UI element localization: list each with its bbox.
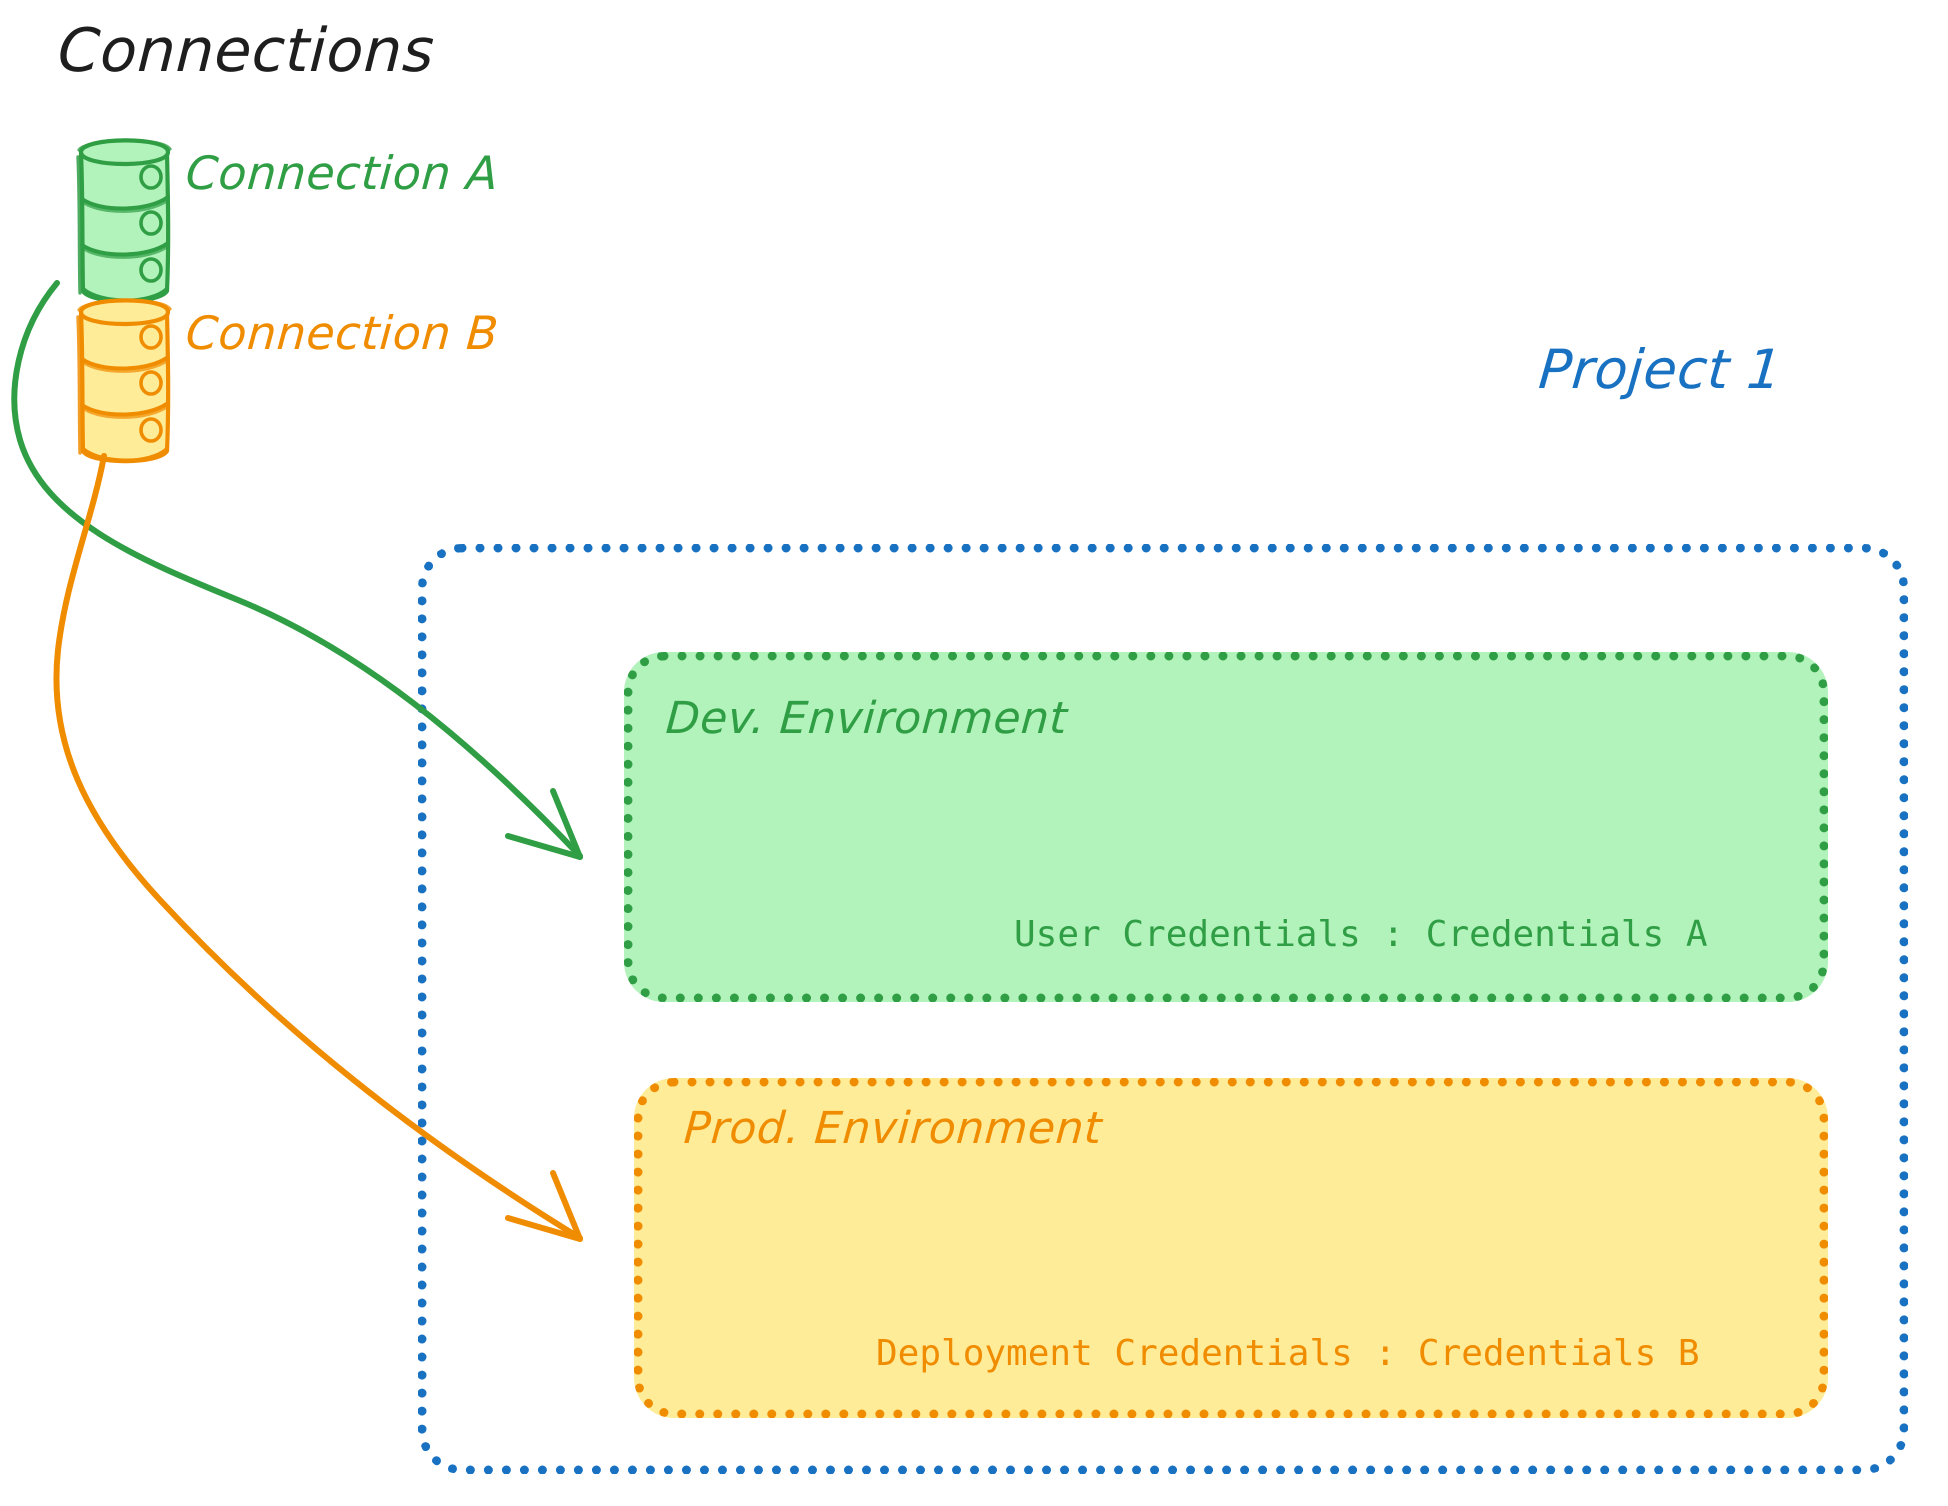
project-title: Project 1 xyxy=(1536,338,1785,401)
arrowhead-green-barb-1 xyxy=(505,833,583,860)
dev-environment-credentials: User Credentials : Credentials A xyxy=(1014,914,1708,955)
db-a-indicator-2 xyxy=(139,210,163,236)
page-title: Connections xyxy=(56,16,437,86)
db-b-body-echo xyxy=(76,315,82,455)
db-a-indicator-3 xyxy=(139,257,163,283)
arrow-connection-b-to-prod xyxy=(53,453,583,1242)
db-b-divider-1-echo xyxy=(82,359,169,373)
db-a-indicator-1 xyxy=(139,164,163,190)
db-b-bottom xyxy=(80,446,170,463)
db-b-divider-1 xyxy=(80,355,170,371)
db-a-body-echo xyxy=(76,155,82,295)
arrow-connection-a-to-dev xyxy=(11,280,583,860)
dev-environment-box[interactable] xyxy=(624,652,1828,1002)
db-b-divider-2 xyxy=(80,401,170,417)
prod-environment-credentials: Deployment Credentials : Credentials B xyxy=(876,1333,1700,1374)
db-a-divider-1-echo xyxy=(82,199,169,213)
dev-environment-title: Dev. Environment xyxy=(664,693,1070,744)
connection-a-label: Connection A xyxy=(184,146,501,200)
db-b-indicator-1 xyxy=(139,324,163,350)
db-a-divider-2 xyxy=(80,241,170,257)
database-cylinder-icon-connection-b[interactable] xyxy=(76,298,172,464)
db-b-indicator-2 xyxy=(139,370,163,396)
project-1-container xyxy=(418,544,1908,1474)
prod-environment-title: Prod. Environment xyxy=(682,1103,1104,1154)
db-b-indicator-3 xyxy=(139,417,163,443)
arrowhead-green-barb-2 xyxy=(550,788,583,860)
db-b-top-echo xyxy=(77,298,172,312)
connection-b-label: Connection B xyxy=(184,306,501,360)
prod-environment-box[interactable] xyxy=(634,1078,1828,1418)
db-a-top-echo xyxy=(77,138,172,152)
arrowhead-orange-barb-1 xyxy=(505,1215,583,1242)
database-cylinder-icon-connection-a[interactable] xyxy=(76,138,172,304)
db-a-divider-2-echo xyxy=(82,245,169,259)
db-b-divider-2-echo xyxy=(82,405,169,419)
arrowhead-orange-barb-2 xyxy=(550,1170,583,1242)
db-a-divider-1 xyxy=(80,195,170,211)
